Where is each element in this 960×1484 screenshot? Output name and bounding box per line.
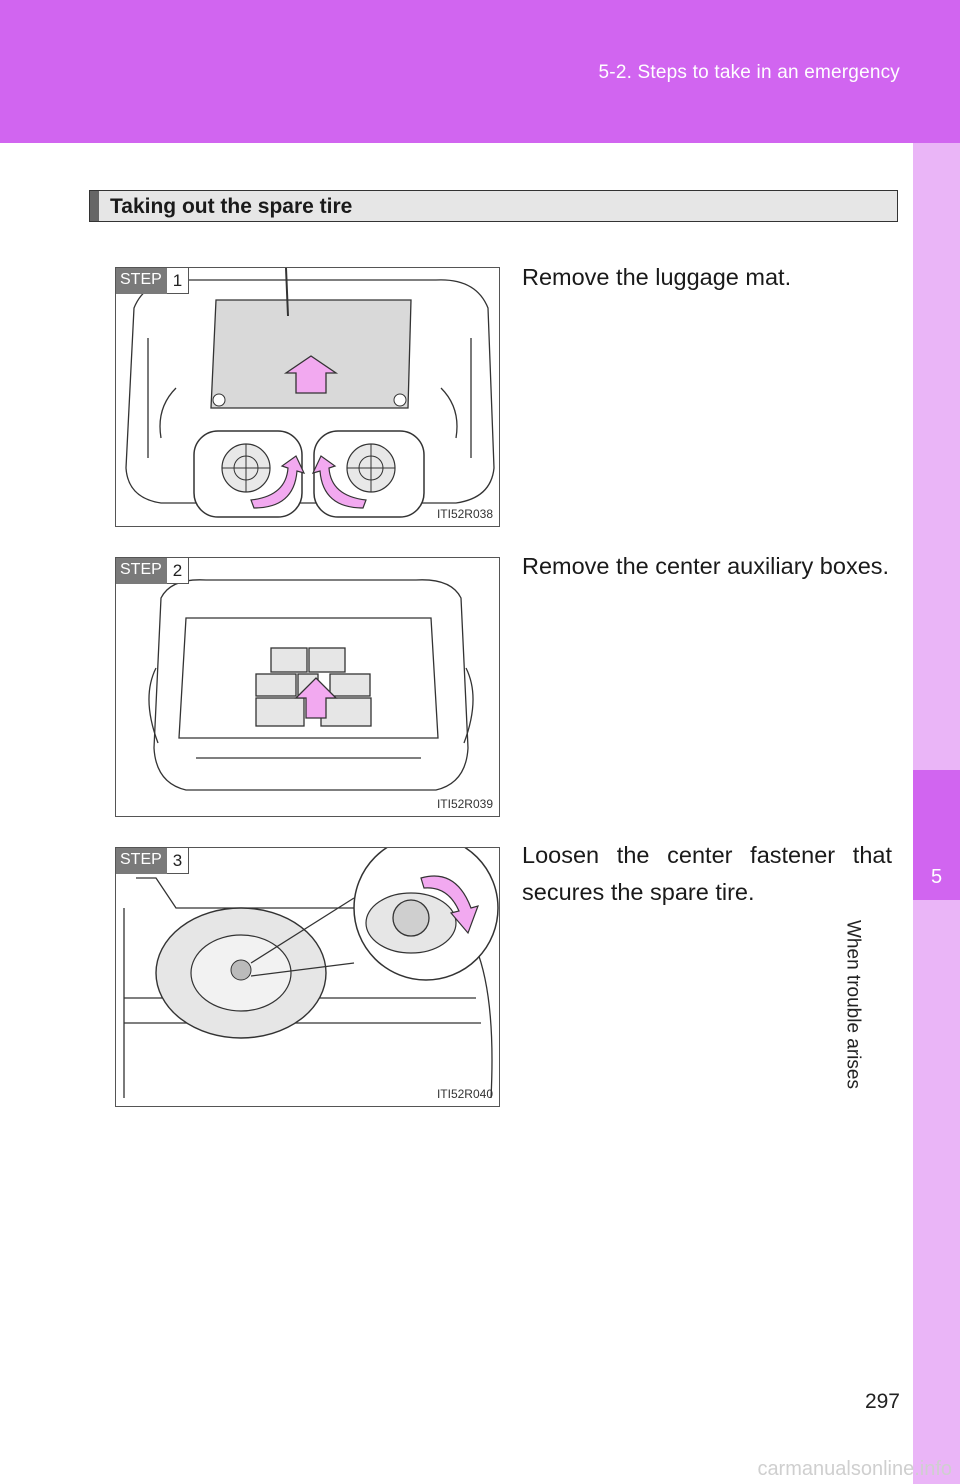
chapter-number: 5	[930, 866, 943, 888]
chapter-number-box: 5	[913, 770, 960, 900]
figure-code: ITI52R040	[436, 1087, 493, 1101]
step-number: 3	[166, 848, 190, 874]
step-1-instruction: Remove the luggage mat.	[522, 264, 792, 290]
breadcrumb: 5-2. Steps to take in an emergency	[598, 62, 900, 83]
chapter-label: When trouble arises	[842, 920, 864, 1089]
figure-code: ITI52R039	[436, 797, 493, 811]
section-heading: Taking out the spare tire	[89, 190, 898, 222]
chapter-label-container: When trouble arises	[842, 920, 960, 1160]
page-number: 297	[864, 1390, 900, 1413]
step-number: 2	[166, 558, 190, 584]
spare-tire-illustration	[123, 848, 499, 1099]
luggage-mat-illustration	[125, 268, 495, 518]
page-header: 5-2. Steps to take in an emergency	[0, 0, 960, 143]
step-word: STEP	[116, 848, 167, 874]
step-2-tag: STEP 2	[116, 558, 190, 584]
step-1-tag: STEP 1	[116, 268, 190, 294]
step-word: STEP	[116, 268, 167, 294]
step-3-tag: STEP 3	[116, 848, 190, 874]
figure-code: ITI52R038	[436, 507, 493, 521]
step-2-figure: STEP 2 ITI52R039	[115, 557, 500, 817]
step-2-instruction: Remove the center auxiliary boxes.	[522, 553, 890, 579]
step-3-instruction: Loosen the center fastener that secures …	[522, 842, 892, 905]
section-heading-marker	[90, 191, 99, 221]
watermark: carmanualsonline.info	[757, 1458, 952, 1480]
step-word: STEP	[116, 558, 167, 584]
step-number: 1	[166, 268, 190, 294]
step-3-figure: STEP 3 ITI52R040	[115, 847, 500, 1107]
section-title: Taking out the spare tire	[110, 195, 353, 218]
auxiliary-boxes-illustration	[148, 579, 474, 791]
step-1-figure: STEP 1 ITI52R038	[115, 267, 500, 527]
